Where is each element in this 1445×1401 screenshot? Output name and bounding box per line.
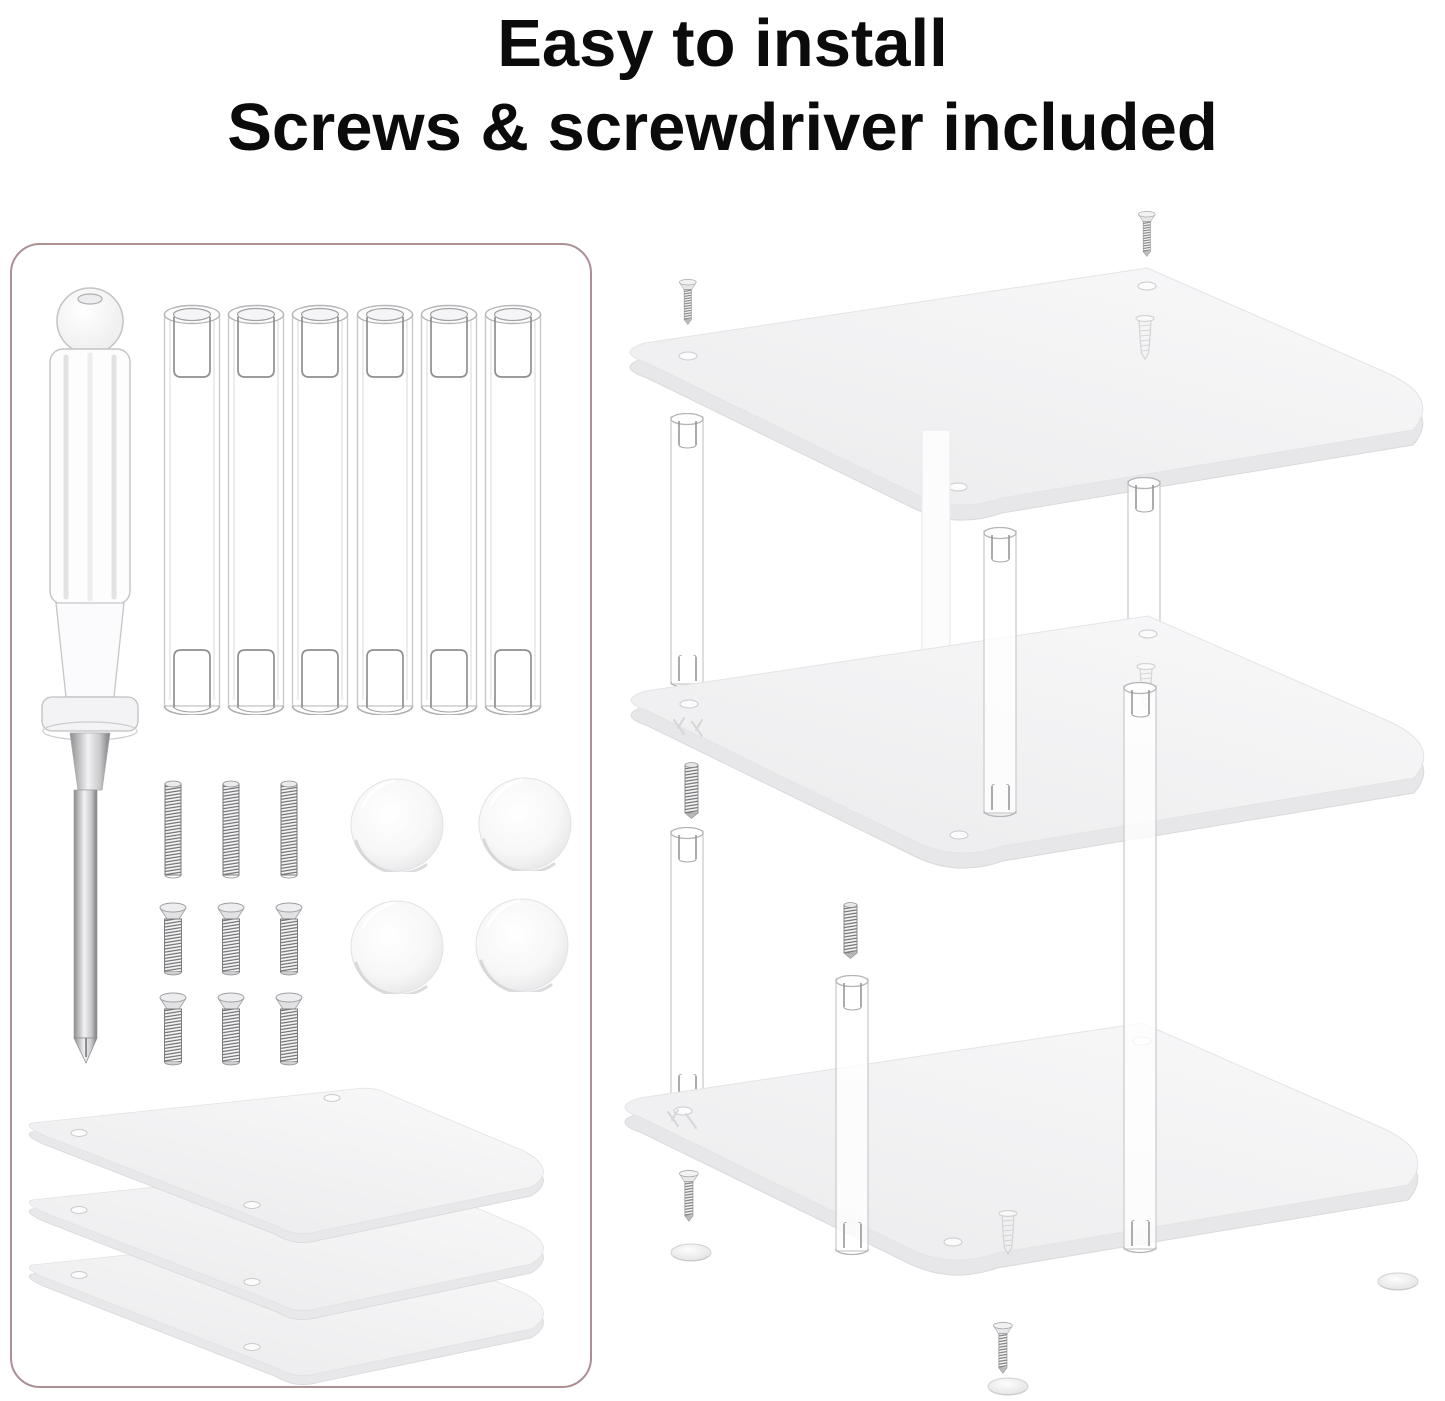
- embossed-hole-marks: [673, 717, 703, 737]
- screwdriver-illustration: [41, 287, 139, 1064]
- pillar-icon: [836, 976, 868, 1255]
- flat-head-screw-icon: [160, 903, 186, 975]
- floating-screw-icon: [685, 763, 698, 819]
- foot-pad-icon: [988, 1378, 1028, 1395]
- acrylic-tube-icon: [293, 306, 348, 716]
- embossed-hole-marks: [667, 1109, 697, 1129]
- page-title: Easy to install Screws & screwdriver inc…: [0, 2, 1445, 170]
- pillar-icon: [671, 828, 703, 1107]
- title-line-2: Screws & screwdriver included: [227, 90, 1218, 165]
- round-pad-icon: [479, 778, 571, 872]
- parts-box: [10, 243, 592, 1388]
- assembly-diagram: [600, 185, 1445, 1396]
- flat-head-screw-icon: [218, 903, 244, 975]
- threaded-stud-icon: [165, 781, 181, 878]
- tier-panel-middle: [631, 616, 1424, 868]
- floating-screw-icon: [1138, 211, 1155, 256]
- assembly-exploded-view: [600, 185, 1445, 1396]
- acrylic-tube-icon: [165, 306, 220, 716]
- round-pad-icon: [351, 901, 443, 995]
- floating-screw-icon: [993, 1322, 1012, 1373]
- pillar-icon: [1124, 683, 1156, 1253]
- floating-screw-icon: [679, 279, 696, 324]
- acrylic-tube-icon: [486, 306, 541, 716]
- flat-head-screw-icon: [160, 993, 186, 1065]
- shelf-panel-stack: [29, 1088, 543, 1384]
- tier-panel-bottom: [625, 1023, 1418, 1275]
- parts-box-illustration: [12, 287, 590, 1386]
- threaded-stud-icon: [223, 781, 239, 878]
- acrylic-tube-set: [165, 306, 541, 716]
- foot-pad-icon: [671, 1244, 711, 1261]
- threaded-stud-set: [165, 781, 297, 878]
- flat-head-screw-icon: [218, 993, 244, 1065]
- floating-screw-icon: [679, 1170, 698, 1221]
- foot-pad-icon: [1378, 1273, 1418, 1290]
- round-pad-set: [351, 778, 571, 995]
- acrylic-tube-icon: [358, 306, 413, 716]
- acrylic-tube-icon: [229, 306, 284, 716]
- round-pad-icon: [351, 779, 443, 873]
- flat-head-screw-icon: [276, 903, 302, 975]
- title-line-1: Easy to install: [497, 6, 948, 81]
- flat-head-screw-icon: [276, 993, 302, 1065]
- acrylic-tube-icon: [422, 306, 477, 716]
- pillar-icon: [671, 414, 703, 688]
- tier-panel-top: [630, 268, 1423, 520]
- flat-head-screw-set: [160, 903, 302, 1065]
- round-pad-icon: [476, 899, 568, 993]
- pillar-icon: [984, 528, 1016, 817]
- threaded-stud-icon: [281, 781, 297, 878]
- floating-screw-icon: [844, 903, 857, 959]
